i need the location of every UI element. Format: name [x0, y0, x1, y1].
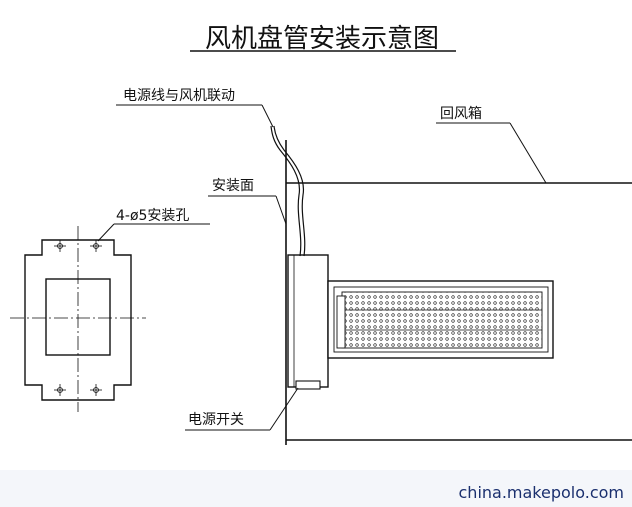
leader-return-air-box-arrow	[509, 122, 547, 184]
mounting-hole	[90, 384, 102, 396]
leader-power-switch-arrow	[269, 387, 299, 431]
label-mounting-holes: 4-ø5安装孔	[116, 208, 189, 224]
mounting-hole	[90, 240, 102, 252]
unit-switch-block	[295, 380, 321, 390]
coil-mesh	[341, 291, 543, 349]
mounting-hole	[54, 240, 66, 252]
label-power-switch: 电源开关	[188, 412, 244, 428]
label-installation-surface: 安装面	[212, 178, 254, 194]
mounting-plate-front-view	[10, 226, 146, 412]
return-air-box	[286, 182, 632, 441]
label-power-cable: 电源线与风机联动	[123, 88, 235, 104]
label-return-air-box: 回风箱	[440, 106, 482, 122]
site-watermark: china.makepolo.com	[458, 483, 625, 502]
unit-side-bracket	[336, 295, 346, 349]
fan-coil-unit	[287, 254, 554, 390]
leader-power-cable-arrow	[261, 104, 274, 128]
unit-front-panel	[287, 254, 329, 388]
diagram-title: 风机盘管安装示意图	[205, 24, 439, 54]
leader-installation-surface-arrow	[275, 195, 287, 225]
power-cable	[270, 125, 302, 257]
leader-mounting-holes-arrow	[97, 223, 115, 242]
footer-band	[0, 470, 632, 507]
mounting-hole	[54, 384, 66, 396]
